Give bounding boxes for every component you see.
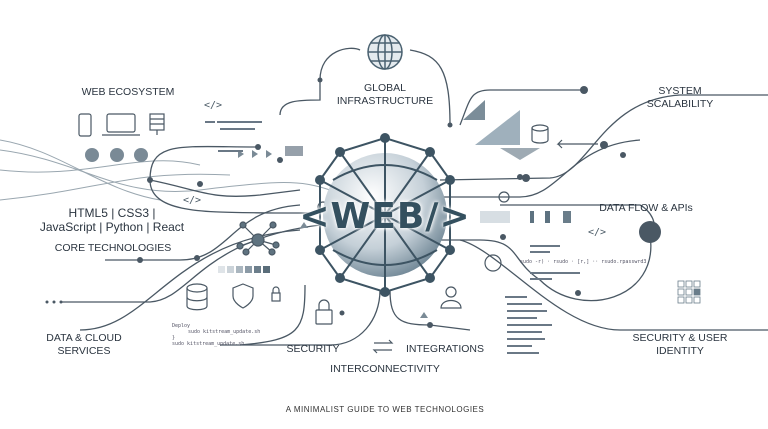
- device-icons: [78, 113, 165, 137]
- code-tag: </>: [588, 227, 607, 238]
- padlock-icon: [315, 309, 333, 325]
- connector-dots: [45, 77, 661, 328]
- data-flow-blocks: [480, 211, 571, 223]
- shield-lock-icon: [232, 283, 254, 309]
- browser-icons: [85, 148, 148, 162]
- code-tag: </>: [204, 100, 223, 111]
- gradient-squares: [218, 266, 270, 273]
- triangles: [238, 100, 540, 318]
- terminal-snippet: sudo -r) · rsudo · [r,] ·· rsudo.rpasswr…: [520, 259, 647, 265]
- deploy-snippet-line: }: [172, 335, 176, 341]
- gear-icon: [484, 254, 502, 272]
- code-tag: </>: [183, 195, 202, 206]
- label-data-flow: DATA FLOW & APIs: [599, 202, 693, 214]
- web-title: <WEB/>: [299, 196, 471, 237]
- connector-lines: [60, 47, 768, 346]
- hub-icon: [236, 221, 280, 256]
- database-icon: [186, 283, 208, 293]
- label-interconnectivity: INTERCONNECTIVITY: [330, 363, 440, 375]
- caption: A MINIMALIST GUIDE TO WEB TECHNOLOGIES: [285, 405, 485, 414]
- database-shield-icon: [531, 124, 549, 132]
- user-icon: [445, 286, 457, 298]
- label-integrations: INTEGRATIONS: [406, 343, 484, 355]
- label-core-technologies: CORE TECHNOLOGIES: [54, 242, 172, 254]
- chrome-icon: [110, 148, 124, 162]
- chrome-icon: [85, 148, 99, 162]
- label-languages: HTML5 | CSS3 |JavaScript | Python | Reac…: [39, 206, 185, 234]
- globe-icon: [367, 34, 403, 70]
- label-web-ecosystem: WEB ECOSYSTEM: [81, 86, 175, 98]
- deploy-snippet-line: Deploy: [172, 323, 191, 329]
- grid-icon: [677, 280, 701, 304]
- flow-lines: [0, 139, 331, 201]
- deploy-snippet-line: sudo kitstream_update.sh: [172, 341, 245, 347]
- code-lines: [205, 121, 580, 354]
- phone-icon: [78, 113, 92, 137]
- laptop-icon: [106, 113, 136, 133]
- label-security: SECURITY: [286, 343, 340, 355]
- arrow-left-icon: [556, 139, 598, 149]
- server-icon: [149, 113, 165, 131]
- padlock-icon: [271, 292, 281, 302]
- exchange-icon: [372, 339, 394, 354]
- deploy-snippet-line: sudo kitstream_update.sh: [188, 329, 261, 335]
- web-globe: [315, 133, 455, 297]
- target-icon: [498, 191, 510, 203]
- bar-chart-icon: [285, 146, 303, 156]
- refresh-icon: [134, 148, 148, 162]
